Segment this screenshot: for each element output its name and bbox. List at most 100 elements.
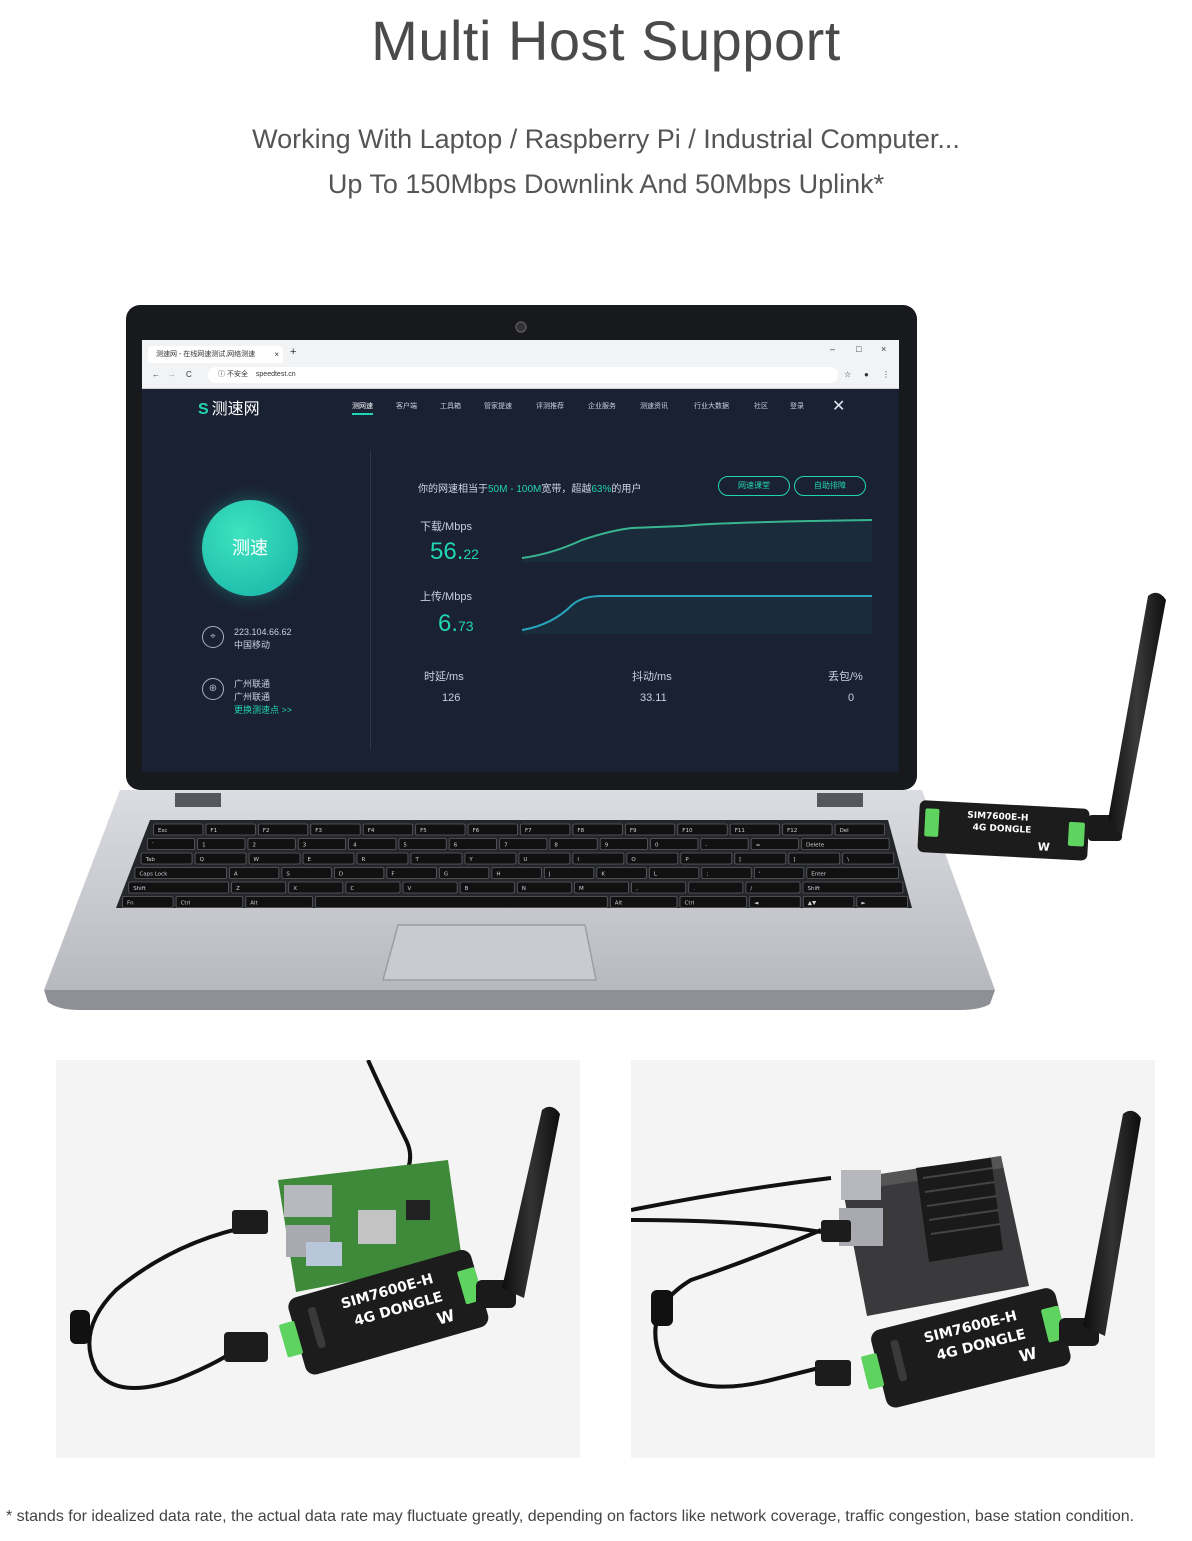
url-input[interactable]: ⓘ 不安全 speedtest.cn bbox=[208, 367, 838, 383]
keyboard-key-label: K bbox=[601, 872, 605, 878]
download-curve bbox=[522, 519, 872, 559]
download-value: 56.22 bbox=[430, 538, 479, 565]
nav-item-community[interactable]: 社区 bbox=[754, 403, 768, 410]
keyboard-key bbox=[333, 867, 385, 879]
keyboard-key bbox=[459, 881, 515, 894]
keyboard-key-label: P bbox=[685, 857, 689, 863]
laptop-screen: 测速网 - 在线网速测试,网络测速 × + – □ × ← → C ⓘ 不安全 … bbox=[142, 340, 899, 772]
keyboard-key-label: I bbox=[577, 857, 579, 863]
close-icon[interactable]: ✕ bbox=[832, 398, 846, 415]
keyboard-key-label: Shift bbox=[133, 886, 146, 892]
keyboard-key-label: Y bbox=[468, 857, 473, 863]
nav-item-boost[interactable]: 管家提速 bbox=[484, 403, 512, 410]
keyboard-key-label: F6 bbox=[473, 828, 480, 834]
account-icon[interactable]: ● bbox=[864, 370, 869, 379]
keyboard-key-label: 5 bbox=[403, 843, 407, 849]
maximize-icon[interactable]: □ bbox=[856, 344, 862, 354]
new-tab-icon[interactable]: + bbox=[290, 346, 297, 358]
keyboard-key bbox=[415, 823, 466, 836]
nav-item-login[interactable]: 登录 bbox=[790, 403, 804, 410]
keyboard-key-label: W bbox=[254, 857, 260, 863]
keyboard-key-label: R bbox=[361, 857, 365, 863]
insecure-badge: ⓘ 不安全 bbox=[218, 371, 248, 378]
keyboard-key bbox=[410, 852, 463, 865]
start-test-button[interactable]: 测速 bbox=[202, 500, 298, 596]
latency-label: 时延/ms bbox=[424, 671, 464, 683]
server-info: ⊕ 广州联通 广州联通 更换测速点 >> bbox=[202, 678, 362, 722]
keyboard-key bbox=[648, 867, 700, 879]
upload-area bbox=[522, 596, 872, 634]
window-close-icon[interactable]: × bbox=[881, 344, 887, 354]
keyboard-key-label: - bbox=[705, 843, 707, 849]
nav-item-reviews[interactable]: 评测推荐 bbox=[536, 403, 564, 410]
keyboard-key-label: 8 bbox=[554, 843, 558, 849]
nav-item-speedtest[interactable]: 测网速 bbox=[352, 401, 373, 415]
change-server-link[interactable]: 更换测速点 >> bbox=[234, 705, 293, 715]
keyboard-key-label: L bbox=[654, 872, 658, 878]
isp-name: 中国移动 bbox=[234, 640, 271, 650]
keyboard-key-label: Alt bbox=[250, 901, 258, 907]
nav-item-tools[interactable]: 工具箱 bbox=[440, 403, 461, 410]
browser-tab[interactable]: 测速网 - 在线网速测试,网络测速 × bbox=[148, 346, 283, 363]
keyboard-key-label: Alt bbox=[615, 901, 623, 907]
nav-item-bigdata[interactable]: 行业大数据 bbox=[694, 403, 729, 410]
keyboard-key bbox=[782, 823, 833, 836]
reload-icon[interactable]: C bbox=[186, 370, 192, 379]
keyboard-key-label: ▲▼ bbox=[808, 901, 817, 907]
nav-item-enterprise[interactable]: 企业服务 bbox=[588, 403, 616, 410]
keyboard-key bbox=[599, 838, 648, 850]
subtitle-hosts: Working With Laptop / Raspberry Pi / Ind… bbox=[252, 124, 960, 154]
logo-icon: S bbox=[198, 401, 209, 418]
keyboard-key bbox=[491, 867, 542, 879]
svg-text:SIM7600E-H: SIM7600E-H bbox=[967, 811, 1029, 824]
keyboard-key bbox=[802, 881, 904, 894]
keyboard-key-label: B bbox=[465, 886, 469, 892]
keyboard-key bbox=[228, 867, 280, 879]
keyboard-key bbox=[842, 852, 895, 865]
keyboard-key-label: F12 bbox=[787, 828, 797, 834]
loss-value: 0 bbox=[848, 692, 855, 704]
keyboard-key-label: Del bbox=[840, 828, 850, 834]
server-name: 广州联通 bbox=[234, 679, 271, 689]
self-check-button[interactable]: 自助排障 bbox=[794, 476, 866, 496]
star-icon[interactable]: ☆ bbox=[844, 370, 852, 379]
upload-value: 6.73 bbox=[438, 610, 474, 637]
keyboard-key bbox=[516, 881, 572, 894]
nav-item-client[interactable]: 客户端 bbox=[396, 403, 417, 410]
globe-icon: ⊕ bbox=[202, 678, 224, 700]
keyboard-key bbox=[572, 852, 625, 865]
keyboard-key bbox=[753, 867, 805, 879]
keyboard-key bbox=[802, 896, 855, 908]
nav-item-news[interactable]: 测速资讯 bbox=[640, 403, 668, 410]
keyboard-key-label: 2 bbox=[252, 843, 256, 849]
logo-text: 测速网 bbox=[211, 401, 260, 418]
keyboard-key-label: ` bbox=[152, 843, 155, 849]
raspberry-pi-photo: SIM7600E-H 4G DONGLE W bbox=[56, 1060, 580, 1458]
keyboard-key bbox=[788, 852, 841, 865]
keyboard-key bbox=[806, 867, 899, 879]
keyboard-key bbox=[448, 838, 497, 850]
speed-graph bbox=[522, 519, 872, 634]
keyboard-key bbox=[700, 838, 749, 850]
speed-course-button[interactable]: 网速课堂 bbox=[718, 476, 790, 496]
keyboard-key-label: S bbox=[286, 872, 290, 878]
keyboard-key-label: F5 bbox=[420, 828, 427, 834]
loss-label: 丢包/% bbox=[828, 671, 863, 683]
keyboard-key bbox=[175, 896, 244, 908]
keyboard-key-label: M bbox=[579, 886, 584, 892]
keyboard-key bbox=[257, 823, 309, 836]
keyboard-key-label: J bbox=[548, 872, 551, 878]
back-icon[interactable]: ← bbox=[152, 370, 160, 379]
keyboard-key bbox=[310, 823, 361, 836]
keyboard-key-label: Fn bbox=[127, 901, 134, 907]
tab-close-icon[interactable]: × bbox=[274, 350, 279, 359]
keyboard-key-label: Esc bbox=[158, 828, 167, 834]
keyboard-key bbox=[134, 867, 227, 879]
keyboard-key bbox=[549, 838, 598, 850]
keyboard-key bbox=[315, 896, 608, 908]
minimize-icon[interactable]: – bbox=[830, 344, 836, 354]
dongle-pi: SIM7600E-H 4G DONGLE W bbox=[279, 1249, 489, 1375]
menu-icon[interactable]: ⋮ bbox=[882, 370, 890, 379]
forward-icon[interactable]: → bbox=[168, 370, 176, 379]
